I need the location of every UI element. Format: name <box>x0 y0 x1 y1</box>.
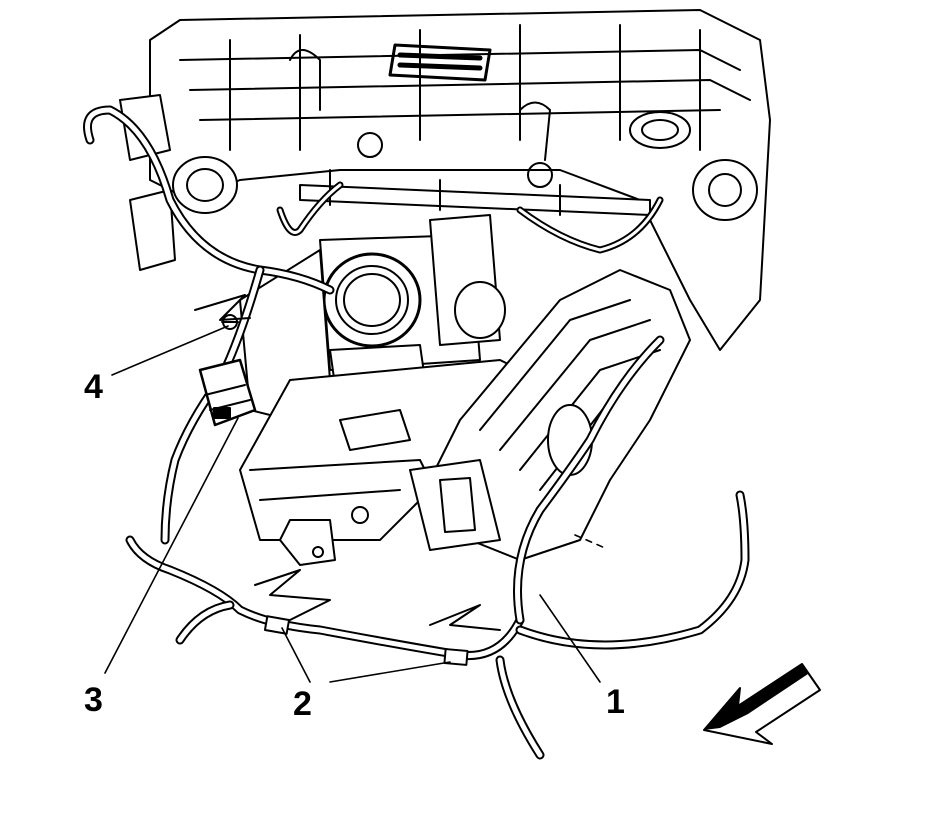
callout-2: 2 <box>293 685 312 723</box>
break-lines <box>194 294 501 631</box>
leader-lines <box>104 325 606 683</box>
callout-3: 3 <box>84 681 103 719</box>
callout-1: 1 <box>606 683 625 721</box>
throttle-body <box>319 214 506 386</box>
valve-cover <box>119 9 771 351</box>
fuel-rail <box>299 169 651 216</box>
front-direction-arrow-icon <box>703 663 821 745</box>
electrical-connector <box>198 358 257 427</box>
callout-4: 4 <box>84 368 103 406</box>
